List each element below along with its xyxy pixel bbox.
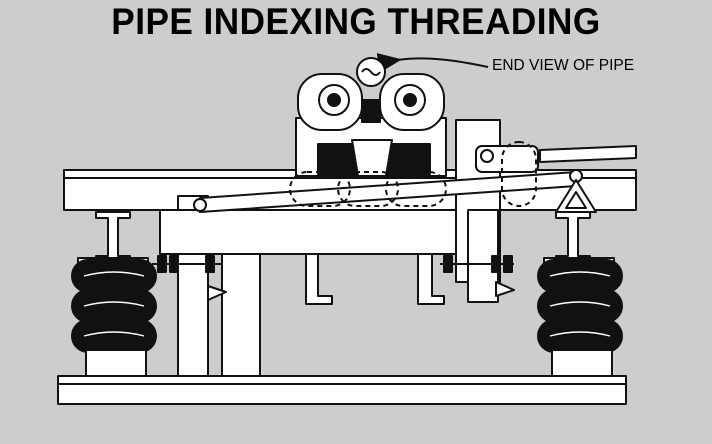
right-i-beam xyxy=(555,211,591,263)
center-support-post xyxy=(221,251,261,377)
callout-arrow xyxy=(376,53,489,73)
left-threaded-rod xyxy=(152,255,222,273)
left-channel-foot xyxy=(305,253,333,305)
left-air-spring xyxy=(71,257,157,377)
inner-frame xyxy=(159,209,457,255)
left-i-beam xyxy=(95,211,131,263)
pipe-callout-label: END VIEW OF PIPE xyxy=(492,57,635,74)
right-air-spring xyxy=(537,257,623,377)
left-pivot xyxy=(193,198,207,212)
right-threaded-rod xyxy=(440,255,514,273)
base-rail xyxy=(57,375,627,405)
right-channel-foot xyxy=(417,253,445,305)
diagram-title: PIPE INDEXING THREADING xyxy=(111,1,601,42)
